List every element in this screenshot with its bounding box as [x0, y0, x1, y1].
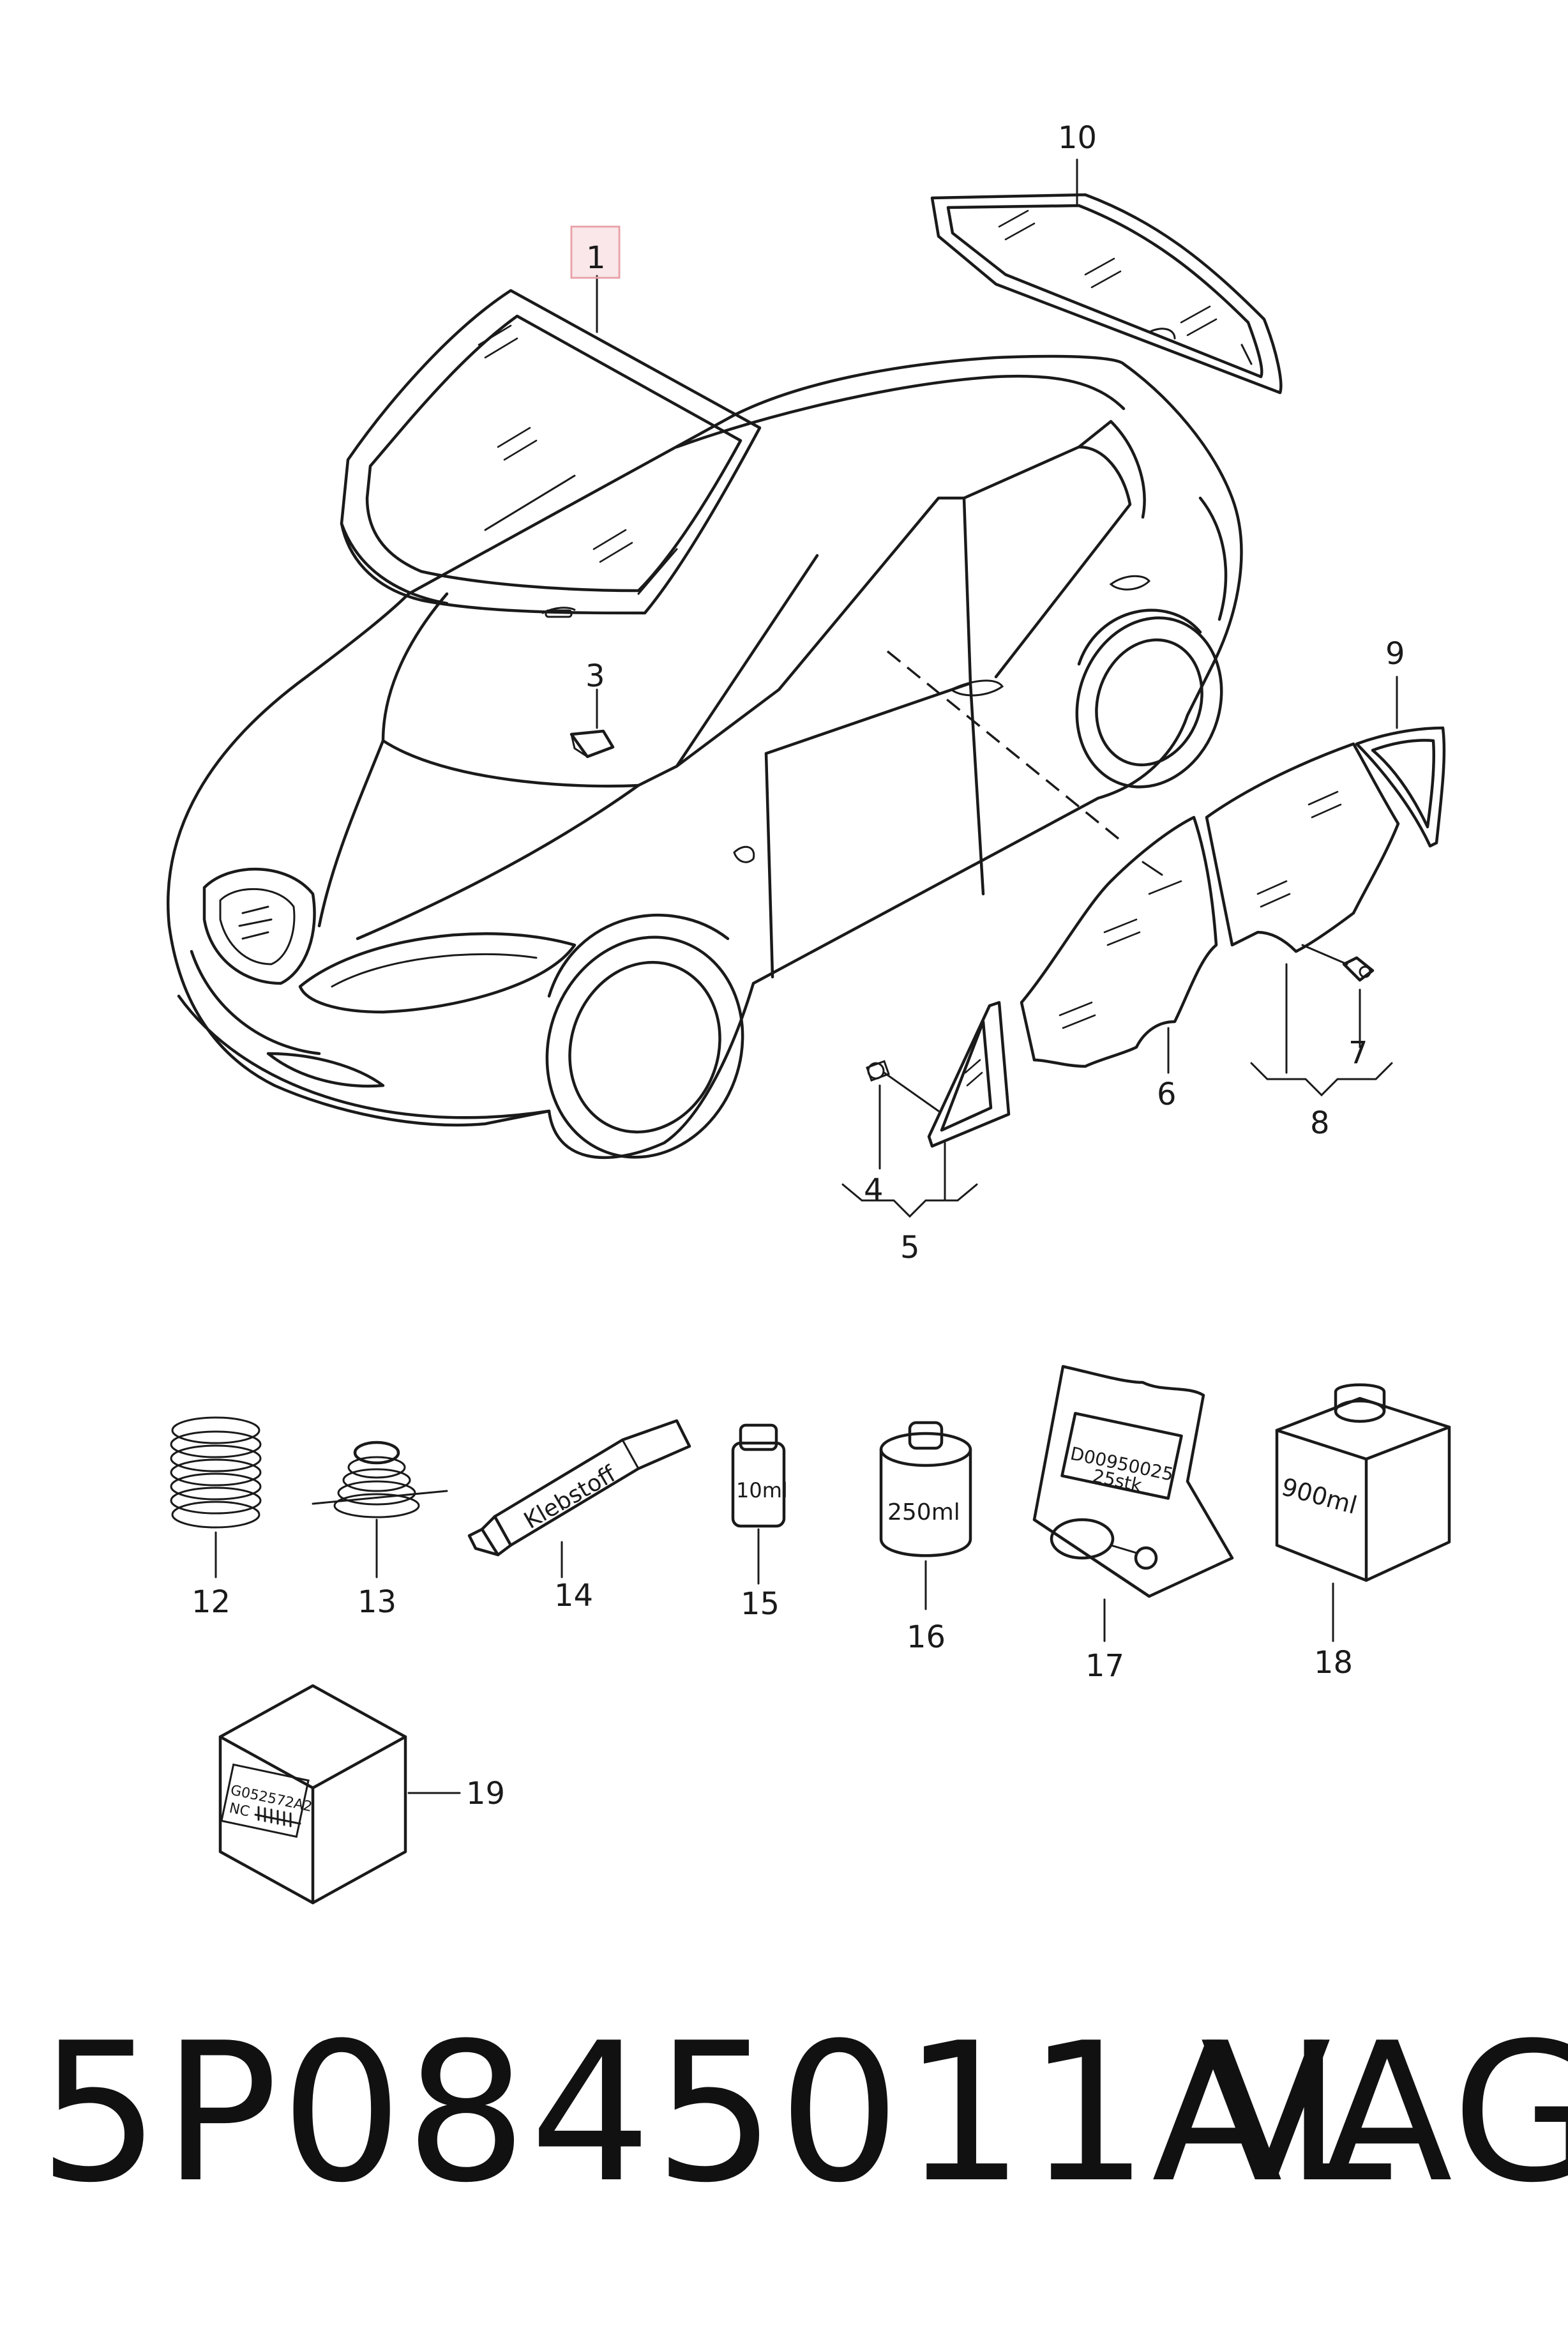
callout-1-highlight	[570, 225, 621, 279]
callout-9[interactable]: 9	[1385, 636, 1405, 672]
callout-3[interactable]: 3	[585, 658, 605, 694]
rear-door-glass-part[interactable]	[1205, 742, 1400, 953]
cube-label-2: NC	[228, 1800, 251, 1820]
adhesive-bag-part[interactable]: D00950025 25stk	[1032, 1365, 1234, 1642]
vial-part[interactable]: 10ml	[731, 1423, 788, 1585]
primer-can-part[interactable]: 250ml	[879, 1421, 972, 1610]
callout-16[interactable]: 16	[907, 1619, 946, 1655]
clip-7-part[interactable]	[1301, 944, 1375, 982]
rain-sensor-part[interactable]	[569, 729, 615, 759]
door-glass-part[interactable]	[1020, 815, 1218, 1068]
brand-text: VAG	[1200, 2002, 1568, 2225]
callout-19[interactable]: 19	[466, 1776, 505, 1812]
callout-17[interactable]: 17	[1085, 1648, 1124, 1684]
spring-part[interactable]	[170, 1416, 262, 1578]
windshield-part[interactable]	[340, 289, 762, 618]
callout-14[interactable]: 14	[554, 1578, 593, 1614]
part-number-text: 5P0845011AL	[38, 2002, 1395, 2225]
callout-12[interactable]: 12	[192, 1584, 230, 1620]
can-label: 250ml	[887, 1499, 960, 1525]
callout-labels: 1 3 4 5 6 7 8 9 10 12 13 14 15 16 17 18 …	[192, 120, 1405, 1812]
conical-spring-part[interactable]	[312, 1441, 448, 1578]
cleaner-bottle-part[interactable]: 900ml	[1275, 1383, 1451, 1642]
box-label: 900ml	[1279, 1472, 1360, 1520]
callout-leaders	[596, 158, 1398, 1218]
adhesive-tube-part[interactable]: Klebstoff	[467, 1419, 691, 1578]
callout-7[interactable]: 7	[1348, 1035, 1368, 1071]
callout-13[interactable]: 13	[358, 1584, 396, 1620]
callout-10[interactable]: 10	[1058, 120, 1097, 156]
rear-quarter-glass-part[interactable]	[1355, 726, 1446, 848]
car-illustration	[166, 354, 1243, 1160]
rear-window-part[interactable]	[930, 193, 1283, 395]
callout-6[interactable]: 6	[1157, 1077, 1177, 1112]
quarter-glass-front-part[interactable]	[927, 1001, 1011, 1148]
callout-1[interactable]: 1	[586, 240, 606, 276]
callout-8[interactable]: 8	[1310, 1105, 1330, 1141]
vial-label: 10ml	[736, 1478, 788, 1502]
clip-4-part[interactable]	[866, 1060, 940, 1112]
callout-5[interactable]: 5	[900, 1230, 920, 1266]
repair-kit-box-part[interactable]: G052572A2 NC	[218, 1684, 461, 1905]
callout-4[interactable]: 4	[864, 1172, 884, 1208]
callout-15[interactable]: 15	[741, 1586, 780, 1622]
callout-18[interactable]: 18	[1314, 1645, 1353, 1681]
